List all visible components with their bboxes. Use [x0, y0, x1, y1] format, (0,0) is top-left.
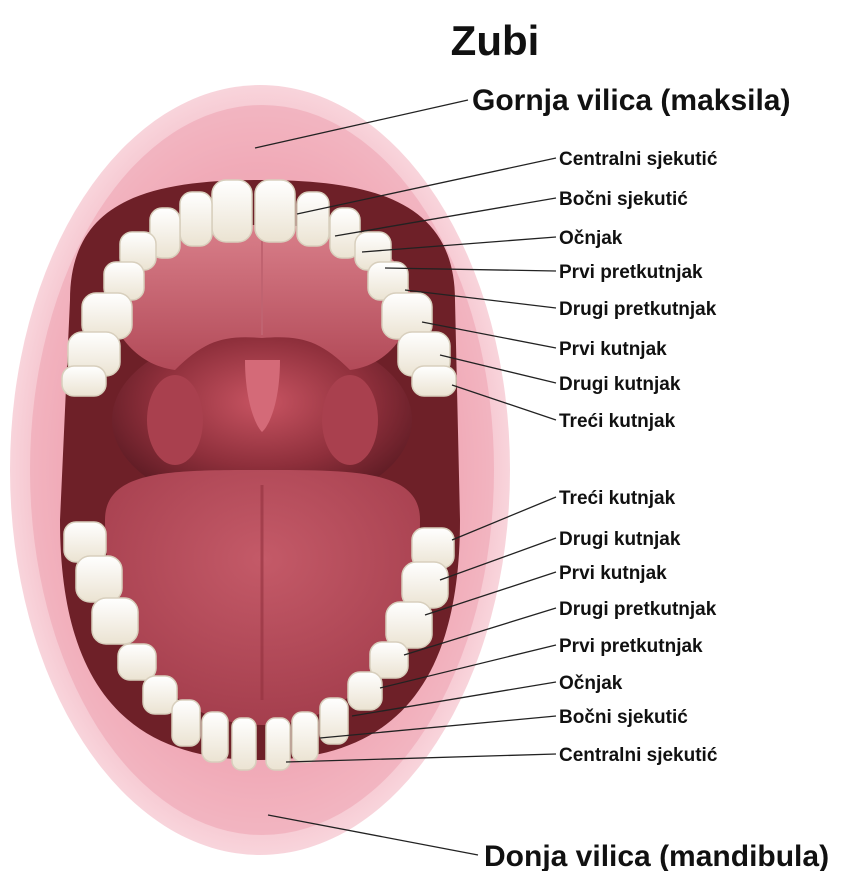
lower-tooth-label: Treći kutnjak — [559, 488, 676, 509]
lower-tooth-label: Prvi kutnjak — [559, 563, 667, 584]
diagram-title: Zubi — [451, 17, 540, 64]
lower-tooth-label: Drugi pretkutnjak — [559, 599, 717, 620]
mouth-illustration — [10, 85, 510, 855]
upper-tooth-label: Bočni sjekutić — [559, 189, 688, 210]
upper-teeth-labels: Centralni sjekutić Bočni sjekutić Očnjak… — [559, 149, 718, 432]
lower-tooth-label: Prvi pretkutnjak — [559, 636, 703, 657]
upper-tooth-label: Prvi kutnjak — [559, 339, 667, 360]
upper-tooth-label: Drugi pretkutnjak — [559, 299, 717, 320]
upper-tooth-label: Treći kutnjak — [559, 411, 676, 432]
upper-jaw-label: Gornja vilica (maksila) — [472, 84, 790, 117]
lower-teeth-labels: Treći kutnjak Drugi kutnjak Prvi kutnjak… — [559, 488, 718, 766]
upper-tooth-label: Centralni sjekutić — [559, 149, 718, 170]
upper-tooth-label: Očnjak — [559, 228, 623, 249]
lower-jaw-label: Donja vilica (mandibula) — [484, 840, 829, 871]
lower-tooth-label: Centralni sjekutić — [559, 745, 718, 766]
lower-tooth-label: Očnjak — [559, 673, 623, 694]
upper-tooth-label: Prvi pretkutnjak — [559, 262, 703, 283]
lower-tooth-label: Drugi kutnjak — [559, 529, 681, 550]
lower-tooth-label: Bočni sjekutić — [559, 707, 688, 728]
upper-tooth-label: Drugi kutnjak — [559, 374, 681, 395]
